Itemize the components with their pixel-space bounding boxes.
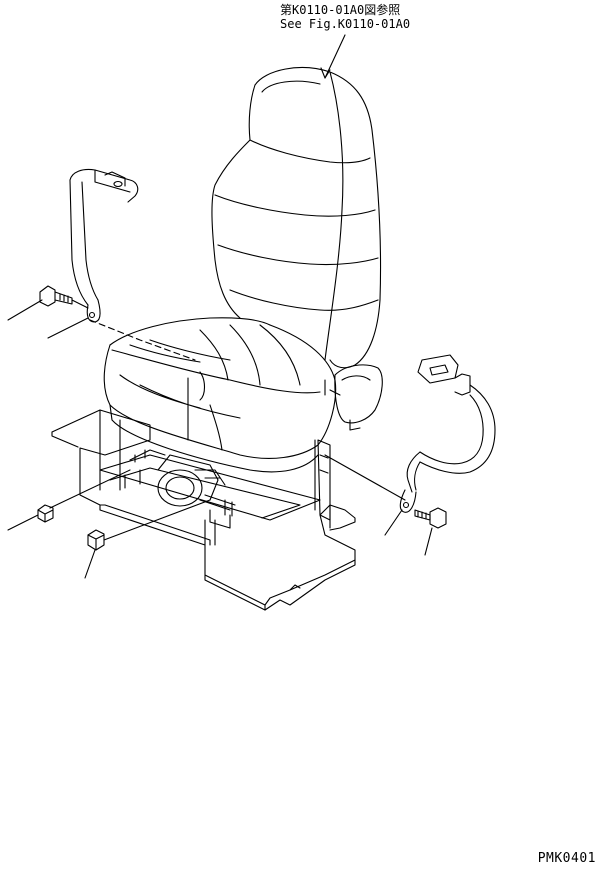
reference-label-english: See Fig.K0110-01A0 — [280, 17, 411, 31]
right-bolt — [415, 508, 446, 528]
seat-back — [212, 68, 382, 430]
assembly-leader-lines — [8, 300, 432, 578]
left-bolt — [40, 286, 72, 306]
right-seat-belt-buckle — [400, 355, 495, 512]
left-seat-belt — [70, 169, 138, 322]
nut-rear — [88, 530, 104, 550]
reference-label-japanese: 第K0110-01A0図参照 — [280, 3, 401, 17]
seat-rail-frame — [100, 440, 330, 528]
nut-front — [38, 505, 53, 522]
reference-leader-line — [321, 35, 345, 78]
seat-mounting-plate — [52, 410, 355, 610]
seat-cushion — [90, 318, 336, 472]
figure-code: PMK0401 — [537, 851, 596, 866]
